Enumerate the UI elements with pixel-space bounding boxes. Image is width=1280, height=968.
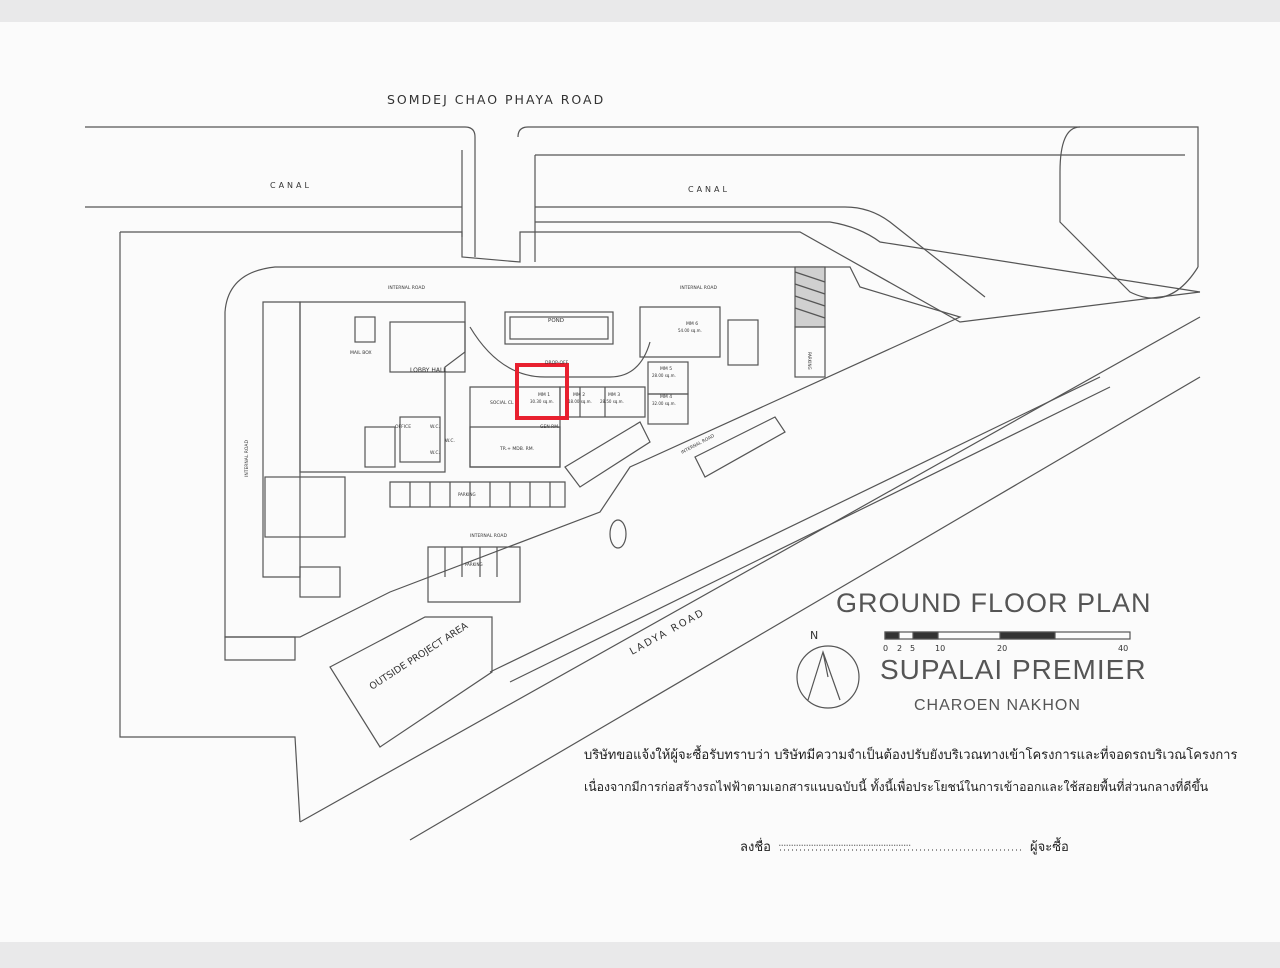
road-edge-right [535,221,1201,293]
boundary-left [119,232,301,823]
service-rooms [264,476,346,538]
site-outline [224,266,962,638]
north-arrow-circle [796,645,860,709]
mm6-size: 54.00 sq.m. [678,328,702,333]
hatch-lines [794,271,826,319]
site-plan-drawing: SOMDEJ CHAO PHAYA ROAD CANAL CANAL INTER… [85,92,1201,851]
wc-label-2: W.C. [445,438,455,444]
canal-left-label: CANAL [270,181,312,190]
mm4-block [647,393,689,425]
boundary-top [120,231,1201,323]
wc-label-3: W.C. [430,450,440,456]
scale-bar-seg2 [912,631,939,640]
mm1-size: 30.30 sq.m. [530,399,554,404]
canal-right-label: CANAL [688,185,730,194]
mm5-size: 28.00 sq.m. [652,373,676,378]
parking-row-stalls [409,482,551,507]
project-name: SUPALAI PREMIER [880,654,1147,685]
drop-off-label: DROP-OFF [545,360,569,366]
scale-tick-10: 10 [935,644,945,653]
ladya-road-label: LADYA ROAD [628,607,707,658]
lobby-building [299,301,466,473]
lobby-label: LOBBY HALL [410,367,447,374]
mm1-highlight [515,363,569,420]
ladya-road-edge-4 [509,386,1111,683]
social-club-label: SOCIAL CL [490,400,514,406]
transformer-label: TR.+ MDB. RM. [499,446,534,452]
wc-label-1: W.C. [430,424,440,430]
transformer-room [469,426,561,468]
project-subtitle: CHAROEN NAKHON [914,697,1081,714]
internal-road-left: INTERNAL ROAD [244,440,250,477]
north-label: N [810,629,818,642]
internal-road-bottom: INTERNAL ROAD [470,533,507,539]
notice-line-1: บริษัทขอแจ้งให้ผู้จะซื้อรับทราบว่า บริษั… [584,748,1238,763]
shop-row [559,386,646,418]
drop-off-curve [469,326,651,378]
hatched-parking [794,266,826,328]
parking-row-center [389,481,566,508]
parking-bottom-label: PARKING [465,562,483,567]
notice-line-2: เนื่องจากมีการก่อสร้างรถไฟฟ้าตามเอกสารแน… [584,780,1209,794]
shop-dividers [579,387,606,417]
signature-dots: ........................................… [778,836,911,849]
road-island-right [1059,126,1199,299]
pond-label: POND [548,318,564,324]
mm3-name: MM 3 [608,392,620,398]
canal-bank-left [85,126,476,257]
somdej-road-label: SOMDEJ CHAO PHAYA ROAD [387,92,605,107]
gen-room-label: GEN RM. [540,424,560,430]
ladya-road-edge-3 [489,376,1101,673]
office-room [364,426,396,468]
mm6-name: MM 6 [686,321,698,327]
side-parking [794,326,826,378]
left-parking-strip [262,301,301,578]
ladya-road-edge-2 [409,376,1201,841]
internal-road-top-right: INTERNAL ROAD [680,285,717,291]
signature-label: ลงชื่อ [740,840,771,855]
mm6-block [639,306,721,358]
parking-side-label: PARKING [807,352,812,370]
scale-tick-0: 0 [883,644,888,653]
office-label: OFFICE [395,424,411,430]
canal-line-right [534,154,1185,262]
mm4-name: MM 4 [660,394,672,400]
mm4-size: 32.00 sq.m. [652,401,676,406]
pond-outline [504,311,614,345]
internal-road-top-left: INTERNAL ROAD [388,285,425,291]
parking-row-bottom [427,546,521,603]
parking-row-diagonal [564,421,651,488]
canal-bank-right [517,126,1199,267]
wc-rooms [399,416,441,463]
stair-left [354,316,376,343]
mailbox-label: MAIL BOX [350,350,372,356]
scale-tick-2: 2 [897,644,902,653]
north-arrow-mark [807,650,841,701]
parking-label: PARKING [458,492,476,497]
scale-tick-20: 20 [997,644,1007,653]
accessible-parking [299,566,341,598]
mm3-size: 28.50 sq.m. [600,399,624,404]
parking-row-bottom-stalls [444,547,498,577]
parking-row-right [694,416,786,478]
outside-project-area [329,616,493,748]
buyer-label: ผู้จะซื้อ [1030,840,1069,855]
mm1-name: MM 1 [538,392,550,398]
pond-inner [509,316,609,340]
mm2-name: MM 2 [573,392,585,398]
mm5-name: MM 5 [660,366,672,372]
scale-bar-seg1 [884,631,900,640]
mm2-size: 18.00 sq.m. [568,399,592,404]
outside-area-label: OUTSIDE PROJECT AREA [368,620,471,692]
scale-tick-40: 40 [1118,644,1128,653]
round-marker [609,519,627,549]
lobby-hall [389,321,466,373]
scale-bar-seg3 [999,631,1056,640]
plan-title: GROUND FLOOR PLAN [836,588,1152,618]
road-curve-right [535,206,986,298]
scale-tick-5: 5 [910,644,915,653]
right-stair [727,319,759,366]
plan-sheet: SOMDEJ CHAO PHAYA ROAD CANAL CANAL INTER… [0,22,1280,942]
parking-row-left-bottom [224,636,296,661]
